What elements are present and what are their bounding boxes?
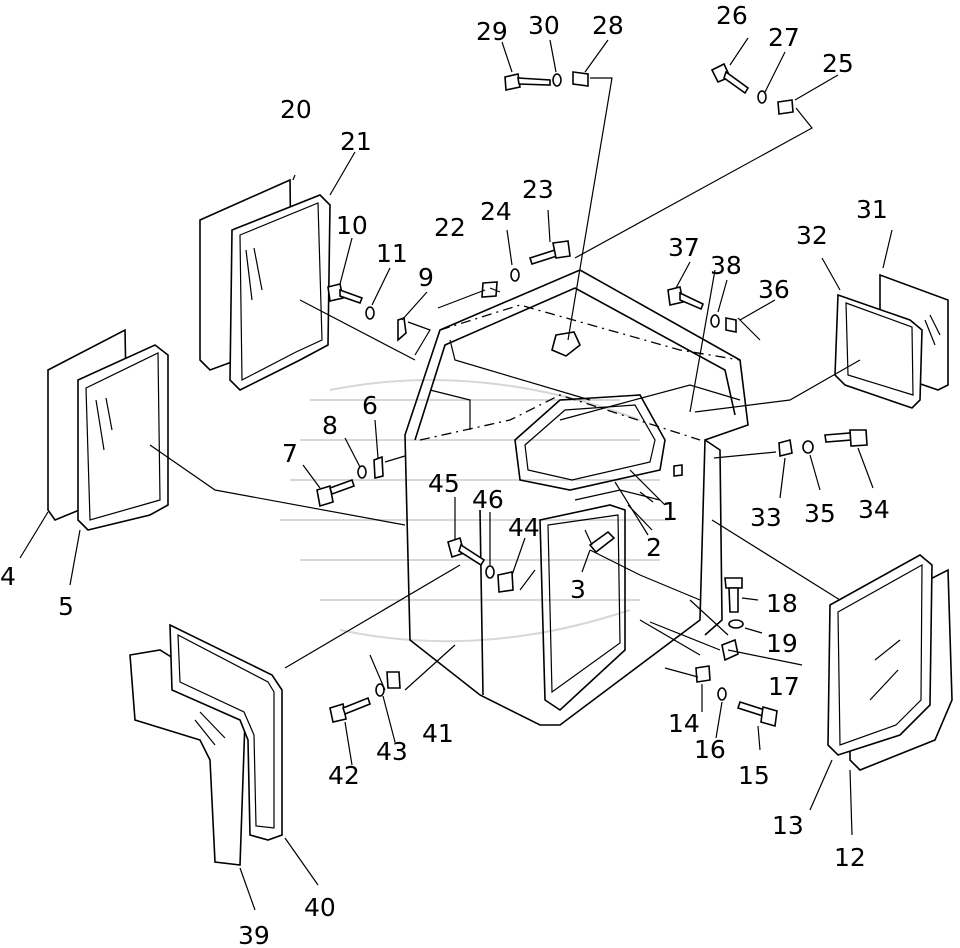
- callout-25: 25: [822, 49, 854, 78]
- window-pair-39-40: [129, 623, 283, 866]
- callout-22: 22: [434, 213, 466, 242]
- callout-43: 43: [376, 737, 408, 766]
- callout-32: 32: [796, 221, 828, 250]
- callout-41: 41: [422, 719, 454, 748]
- callout-36: 36: [758, 275, 790, 304]
- callout-12: 12: [834, 843, 866, 872]
- callout-17: 17: [768, 672, 800, 701]
- callout-33: 33: [750, 503, 782, 532]
- callout-31: 31: [856, 195, 888, 224]
- callout-7: 7: [282, 439, 298, 468]
- callout-4: 4: [0, 562, 16, 591]
- callout-38: 38: [710, 251, 742, 280]
- leader-lines: [149, 77, 861, 691]
- callout-18: 18: [766, 589, 798, 618]
- callout-28: 28: [592, 11, 624, 40]
- callout-46: 46: [472, 485, 504, 514]
- callout-26: 26: [716, 1, 748, 30]
- callout-40: 40: [304, 893, 336, 922]
- callout-8: 8: [322, 411, 338, 440]
- callout-15: 15: [738, 761, 770, 790]
- callout-37: 37: [668, 233, 700, 262]
- callout-3: 3: [570, 575, 586, 604]
- callout-29: 29: [476, 17, 508, 46]
- callout-30: 30: [528, 11, 560, 40]
- callout-42: 42: [328, 761, 360, 790]
- callout-44: 44: [508, 513, 540, 542]
- callout-35: 35: [804, 499, 836, 528]
- callout-21: 21: [340, 127, 372, 156]
- callout-1: 1: [662, 497, 678, 526]
- hardware-parts: [316, 62, 868, 728]
- callout-19: 19: [766, 629, 798, 658]
- callout-27: 27: [768, 23, 800, 52]
- callout-45: 45: [428, 469, 460, 498]
- callout-labels: 1 2 3 4 5 6 7 8 9 10 11 12 13 14 15 16 1…: [0, 1, 890, 948]
- callout-20: 20: [280, 95, 312, 124]
- callout-39: 39: [238, 921, 270, 948]
- window-pair-4-5: [47, 328, 169, 531]
- callout-leaders: [19, 37, 893, 911]
- callout-6: 6: [362, 391, 378, 420]
- callout-24: 24: [480, 197, 512, 226]
- window-pair-31-32: [834, 273, 949, 409]
- callout-11: 11: [376, 239, 408, 268]
- callout-5: 5: [58, 592, 74, 621]
- callout-2: 2: [646, 533, 662, 562]
- callout-9: 9: [418, 263, 434, 292]
- callout-16: 16: [694, 735, 726, 764]
- callout-13: 13: [772, 811, 804, 840]
- callout-34: 34: [858, 495, 890, 524]
- callout-10: 10: [336, 211, 368, 240]
- window-pair-20-21: [199, 178, 331, 391]
- window-pair-12-13: [827, 554, 953, 771]
- callout-23: 23: [522, 175, 554, 204]
- cab-body: [404, 269, 749, 726]
- callout-14: 14: [668, 709, 700, 738]
